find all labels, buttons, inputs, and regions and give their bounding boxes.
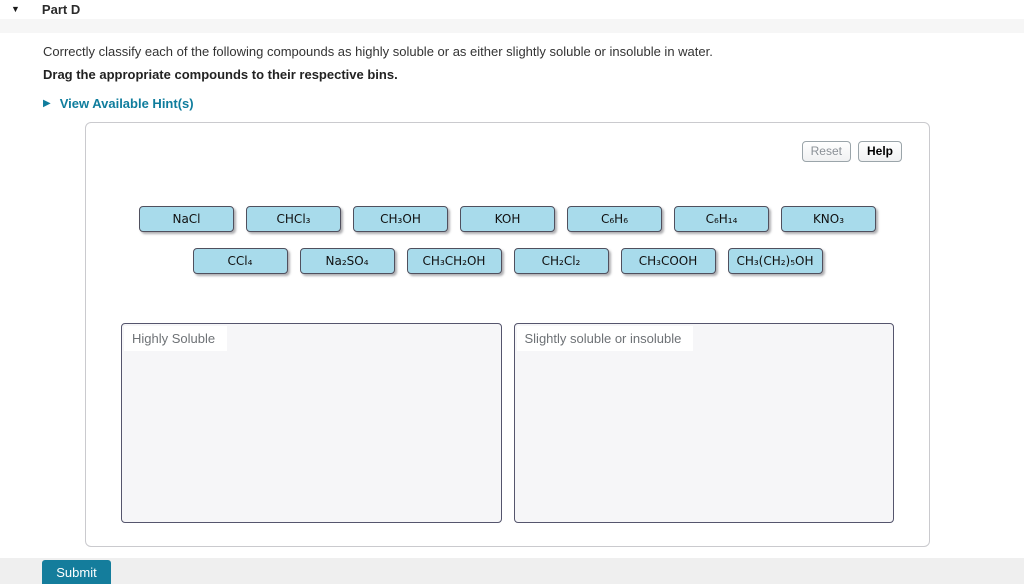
- instruction-text: Correctly classify each of the following…: [43, 44, 713, 59]
- hint-link-label: View Available Hint(s): [59, 96, 194, 111]
- drag-instruction-text: Drag the appropriate compounds to their …: [43, 67, 398, 82]
- chip-c6h6[interactable]: C₆H₆: [567, 206, 662, 232]
- part-title: Part D: [41, 2, 81, 17]
- activity-toolbar: Reset Help: [801, 141, 902, 162]
- reset-button[interactable]: Reset: [801, 141, 851, 162]
- bin-slightly-soluble-label: Slightly soluble or insoluble: [516, 326, 694, 351]
- chip-kno3[interactable]: KNO₃: [781, 206, 876, 232]
- chip-ch3ch25oh[interactable]: CH₃(CH₂)₅OH: [727, 248, 823, 274]
- bins-area: Highly Soluble Slightly soluble or insol…: [121, 323, 894, 523]
- bin-highly-soluble-label: Highly Soluble: [124, 326, 228, 351]
- header-divider-strip: [0, 19, 1024, 33]
- bin-highly-soluble[interactable]: Highly Soluble: [121, 323, 502, 523]
- chip-c6h14[interactable]: C₆H₁₄: [674, 206, 769, 232]
- chip-ch3oh[interactable]: CH₃OH: [353, 206, 448, 232]
- part-header: ▼ Part D: [0, 0, 1024, 19]
- chip-row-2: CCl₄ Na₂SO₄ CH₃CH₂OH CH₂Cl₂ CH₃COOH CH₃(…: [192, 248, 823, 274]
- chip-nacl[interactable]: NaCl: [139, 206, 234, 232]
- compound-chips-area: NaCl CHCl₃ CH₃OH KOH C₆H₆ C₆H₁₄ KNO₃ CCl…: [86, 206, 929, 274]
- chip-koh[interactable]: KOH: [460, 206, 555, 232]
- hint-expand-triangle-icon: ▶: [43, 97, 51, 109]
- chip-chcl3[interactable]: CHCl₃: [246, 206, 341, 232]
- view-available-hints-link[interactable]: ▶ View Available Hint(s): [43, 96, 194, 111]
- chip-ccl4[interactable]: CCl₄: [192, 248, 288, 274]
- submit-button[interactable]: Submit: [42, 560, 111, 584]
- chip-ch2cl2[interactable]: CH₂Cl₂: [513, 248, 609, 274]
- help-button[interactable]: Help: [857, 141, 902, 162]
- footer-strip: [0, 558, 1024, 584]
- part-content: Correctly classify each of the following…: [0, 44, 1024, 547]
- bin-slightly-soluble-or-insoluble[interactable]: Slightly soluble or insoluble: [513, 323, 894, 523]
- chip-ch3cooh[interactable]: CH₃COOH: [620, 248, 716, 274]
- chip-ch3ch2oh[interactable]: CH₃CH₂OH: [406, 248, 502, 274]
- chip-na2so4[interactable]: Na₂SO₄: [299, 248, 395, 274]
- chip-row-1: NaCl CHCl₃ CH₃OH KOH C₆H₆ C₆H₁₄ KNO₃: [139, 206, 876, 232]
- drag-drop-activity-area: Reset Help NaCl CHCl₃ CH₃OH KOH C₆H₆ C₆H…: [85, 122, 930, 547]
- collapse-caret-icon[interactable]: ▼: [11, 4, 20, 14]
